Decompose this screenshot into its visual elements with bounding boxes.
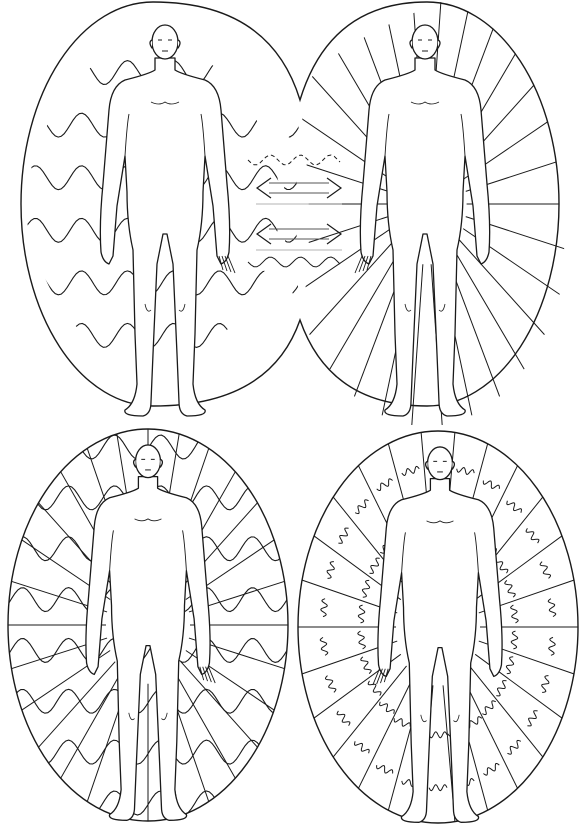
squiggle-energy-line [526,528,539,543]
exchange-wave-lower [248,257,340,267]
squiggle-energy-line [320,637,328,655]
radial-energy-line [462,675,526,804]
figure-top-left [100,25,235,416]
squiggle-energy-line [511,605,519,623]
squiggle-energy-line [368,681,381,696]
figure-bottom-right [373,447,502,822]
squiggle-energy-line [457,468,475,475]
figure-ear [410,40,412,48]
squiggle-energy-line [321,599,328,617]
exchange-wave-upper [248,155,340,165]
open-hand-finger [373,669,380,685]
squiggle-energy-line [355,741,370,753]
squiggle-energy-line [506,657,513,674]
figure-head [412,25,438,59]
wavy-energy-line [1,376,305,400]
squiggle-energy-line [505,580,515,597]
squiggle-energy-line [402,466,420,475]
squiggle-energy-line [358,605,365,623]
radial-energy-line [310,240,395,335]
open-hand-finger [228,256,235,273]
squiggle-energy-line [362,580,369,597]
figure-body [378,479,502,823]
radial-energy-line [323,666,407,770]
squiggle-energy-line [370,558,380,573]
arrowhead-right [327,178,341,198]
double-arrow-upper [257,178,341,198]
squiggle-energy-line [483,481,499,489]
squiggle-energy-line [507,740,521,754]
figure-top-right [355,25,490,416]
squiggle-energy-line [540,562,550,579]
squiggle-energy-line [527,711,537,726]
open-hand-finger [355,256,362,273]
figure-body [360,58,489,416]
figure-head [152,25,178,59]
squiggle-energy-line [326,676,336,693]
figure-ear [438,40,440,48]
arrowhead-left [257,224,271,244]
squiggle-energy-line [482,701,496,715]
open-hand-finger [206,667,212,682]
squiggle-energy-line [361,657,371,674]
figure-ear [178,40,180,48]
squiggle-energy-line [394,718,410,726]
figure-head [136,445,161,478]
figure-ear [160,459,162,467]
squiggle-energy-line [429,785,447,791]
open-hand-finger [359,256,365,272]
squiggle-energy-line [358,631,366,649]
squiggle-energy-line [377,765,393,773]
double-arrow-lower [257,224,341,244]
squiggle-energy-line [542,676,549,693]
squiggle-energy-line [483,764,499,776]
figure-ear [426,461,428,469]
squiggle-energy-line [337,711,350,726]
squiggle-energy-line [549,637,556,655]
squiggle-energy-line [507,501,522,513]
squiggle-energy-line [380,702,395,714]
squiggle-energy-line [511,631,518,649]
arrowhead-left [257,178,271,198]
radial-energy-line [330,249,401,369]
radial-energy-line [351,675,415,804]
wavy-energy-line [1,8,305,32]
squiggle-energy-line [496,681,506,696]
open-hand-finger [225,256,231,272]
figure-ear [150,40,152,48]
radial-energy-line [459,240,544,335]
figure-ear [452,461,454,469]
squiggle-energy-line [548,599,556,617]
squiggle-energy-line [377,479,393,491]
wavy-energy-line [0,791,308,815]
radial-energy-line [453,249,524,369]
figure-ear [134,459,136,467]
figure-head [428,447,453,480]
squiggle-energy-line [338,528,348,543]
squiggle-energy-line [355,500,369,514]
squiggle-energy-line [429,732,447,738]
squiggle-energy-line [327,562,334,579]
figure-body [100,58,229,416]
